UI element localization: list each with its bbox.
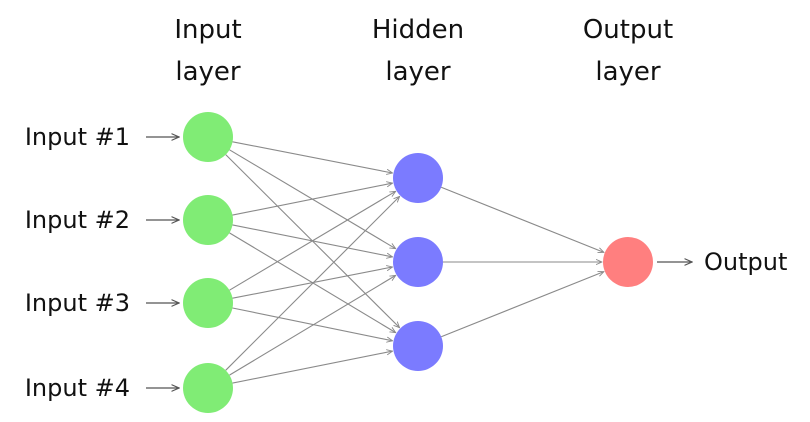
edge-input3-hidden2 — [232, 267, 393, 299]
edge-input3-hidden1 — [229, 191, 395, 291]
connections — [225, 141, 604, 384]
input-node-1 — [183, 112, 233, 162]
edge-input2-hidden1 — [232, 183, 393, 216]
edge-hidden3-output — [441, 272, 604, 338]
hidden-node-3 — [393, 321, 443, 371]
edge-input1-hidden1 — [232, 141, 393, 173]
edge-input4-hidden3 — [232, 351, 393, 384]
edge-input3-hidden3 — [232, 307, 392, 341]
input-node-3 — [183, 278, 233, 328]
hidden-node-2 — [393, 237, 443, 287]
input-layer-title-line2: layer — [175, 57, 241, 87]
input-label-3: Input #3 — [25, 289, 130, 317]
input-layer-title-line1: Input — [174, 15, 241, 45]
io-labels: Input #1 Input #2 Input #3 Input #4 Output — [25, 123, 788, 402]
input-node-2 — [183, 195, 233, 245]
io-arrows — [146, 137, 692, 388]
input-label-1: Input #1 — [25, 123, 130, 151]
output-node — [603, 237, 653, 287]
edge-input4-hidden1 — [225, 196, 400, 371]
output-layer-title-line2: layer — [595, 57, 661, 87]
output-label: Output — [704, 248, 787, 276]
edge-input4-hidden2 — [229, 275, 395, 376]
hidden-layer-title-line2: layer — [385, 57, 451, 87]
output-layer-title-line1: Output — [583, 15, 673, 45]
layer-titles: Input layer Hidden layer Output layer — [174, 15, 673, 87]
input-label-4: Input #4 — [25, 374, 130, 402]
hidden-layer-title-line1: Hidden — [372, 15, 464, 45]
hidden-node-1 — [393, 153, 443, 203]
input-label-2: Input #2 — [25, 206, 130, 234]
edge-hidden1-output — [441, 186, 604, 252]
input-node-4 — [183, 363, 233, 413]
nodes — [183, 112, 653, 413]
